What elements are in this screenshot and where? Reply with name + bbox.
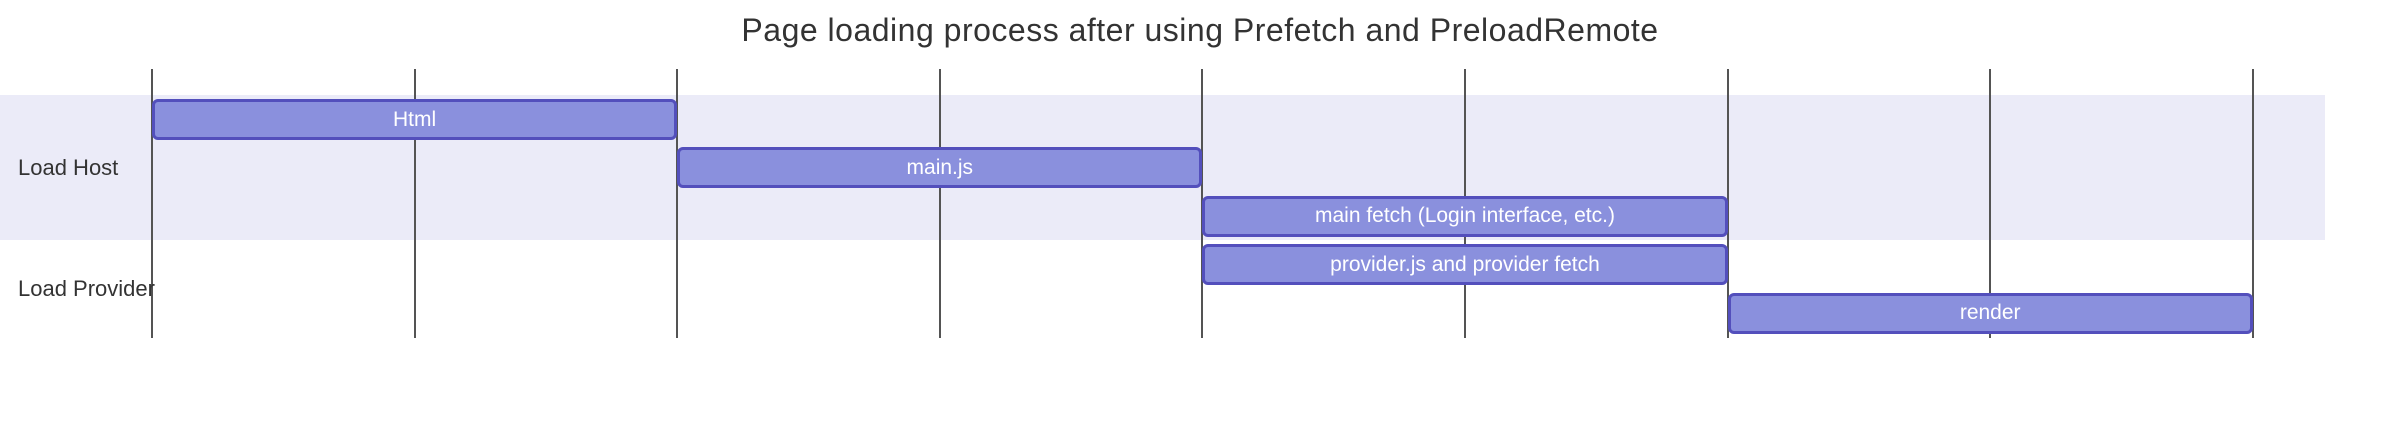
task-bar: Html xyxy=(152,99,678,140)
gridline xyxy=(676,69,679,338)
task-label: render xyxy=(1959,301,2021,325)
gridline xyxy=(413,69,416,338)
chart-title: Page loading process after using Prefetc… xyxy=(741,12,1659,48)
section-label: Load Provider xyxy=(18,275,155,301)
task-label: main.js xyxy=(906,155,974,179)
task-bar: main.js xyxy=(677,147,1203,189)
gridline xyxy=(938,69,941,338)
task-bar: render xyxy=(1727,292,2253,334)
task-bar: provider.js and provider fetch xyxy=(1202,244,1728,286)
gridline xyxy=(151,69,153,338)
section-label: Load Host xyxy=(18,154,119,180)
task-bar: main fetch (Login interface, etc.) xyxy=(1202,195,1728,237)
gridline xyxy=(2251,69,2254,338)
task-label: provider.js and provider fetch xyxy=(1330,252,1600,276)
task-label: main fetch (Login interface, etc.) xyxy=(1314,204,1615,228)
task-label: Html xyxy=(393,107,437,131)
gridline xyxy=(1726,69,1729,338)
gridline xyxy=(1989,69,1992,338)
